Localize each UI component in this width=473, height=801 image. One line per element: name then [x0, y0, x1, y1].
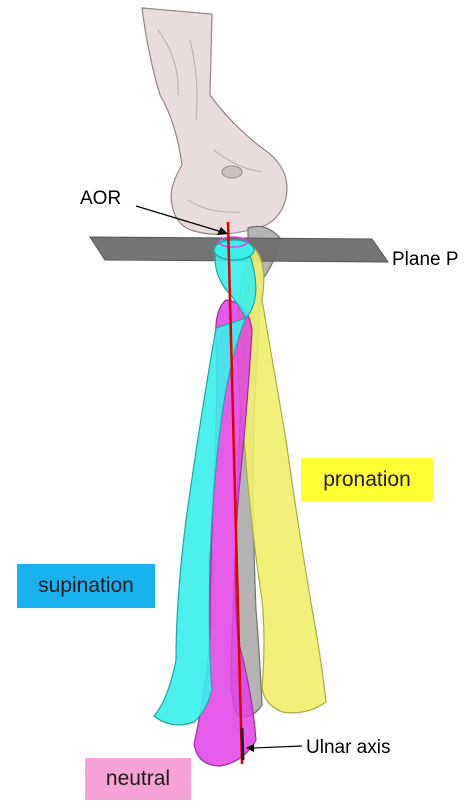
- neutral-label-box: neutral: [85, 758, 191, 800]
- ulnar-axis-label: Ulnar axis: [306, 738, 390, 757]
- ulnar-axis-marker: [242, 728, 243, 760]
- supination-label-box: supination: [17, 564, 155, 608]
- ulnar-axis-arrow-line: [252, 746, 302, 748]
- pronation-label-box: pronation: [301, 458, 433, 502]
- plane-p-label: Plane P: [392, 250, 459, 269]
- aor-label: AOR: [80, 189, 121, 208]
- humerus-fossa: [222, 166, 242, 178]
- humerus: [142, 8, 287, 234]
